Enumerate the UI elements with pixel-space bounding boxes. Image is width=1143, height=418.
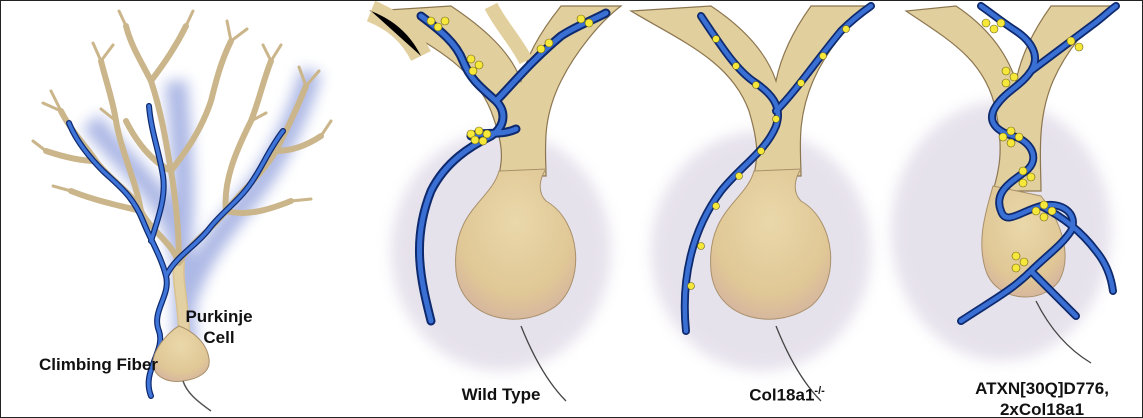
- panel-overview: [33, 11, 331, 411]
- label-atxn-line2: 2xCol18a1: [957, 399, 1127, 418]
- label-purkinje-cell: Purkinje Cell: [173, 306, 265, 348]
- panel-atxn: [891, 6, 1116, 363]
- label-wild-type: Wild Type: [431, 384, 571, 405]
- panel-col18a1-ko: [631, 6, 871, 401]
- panel-wild-type: [371, 6, 621, 401]
- label-col18a1-ko: Col18a1-/-: [717, 381, 857, 406]
- label-atxn: ATXN[30Q]D776, 2xCol18a1: [957, 378, 1127, 418]
- label-climbing-fiber: Climbing Fiber: [39, 354, 158, 375]
- label-atxn-line1: ATXN[30Q]D776,: [957, 378, 1127, 399]
- overview-axon: [183, 381, 211, 411]
